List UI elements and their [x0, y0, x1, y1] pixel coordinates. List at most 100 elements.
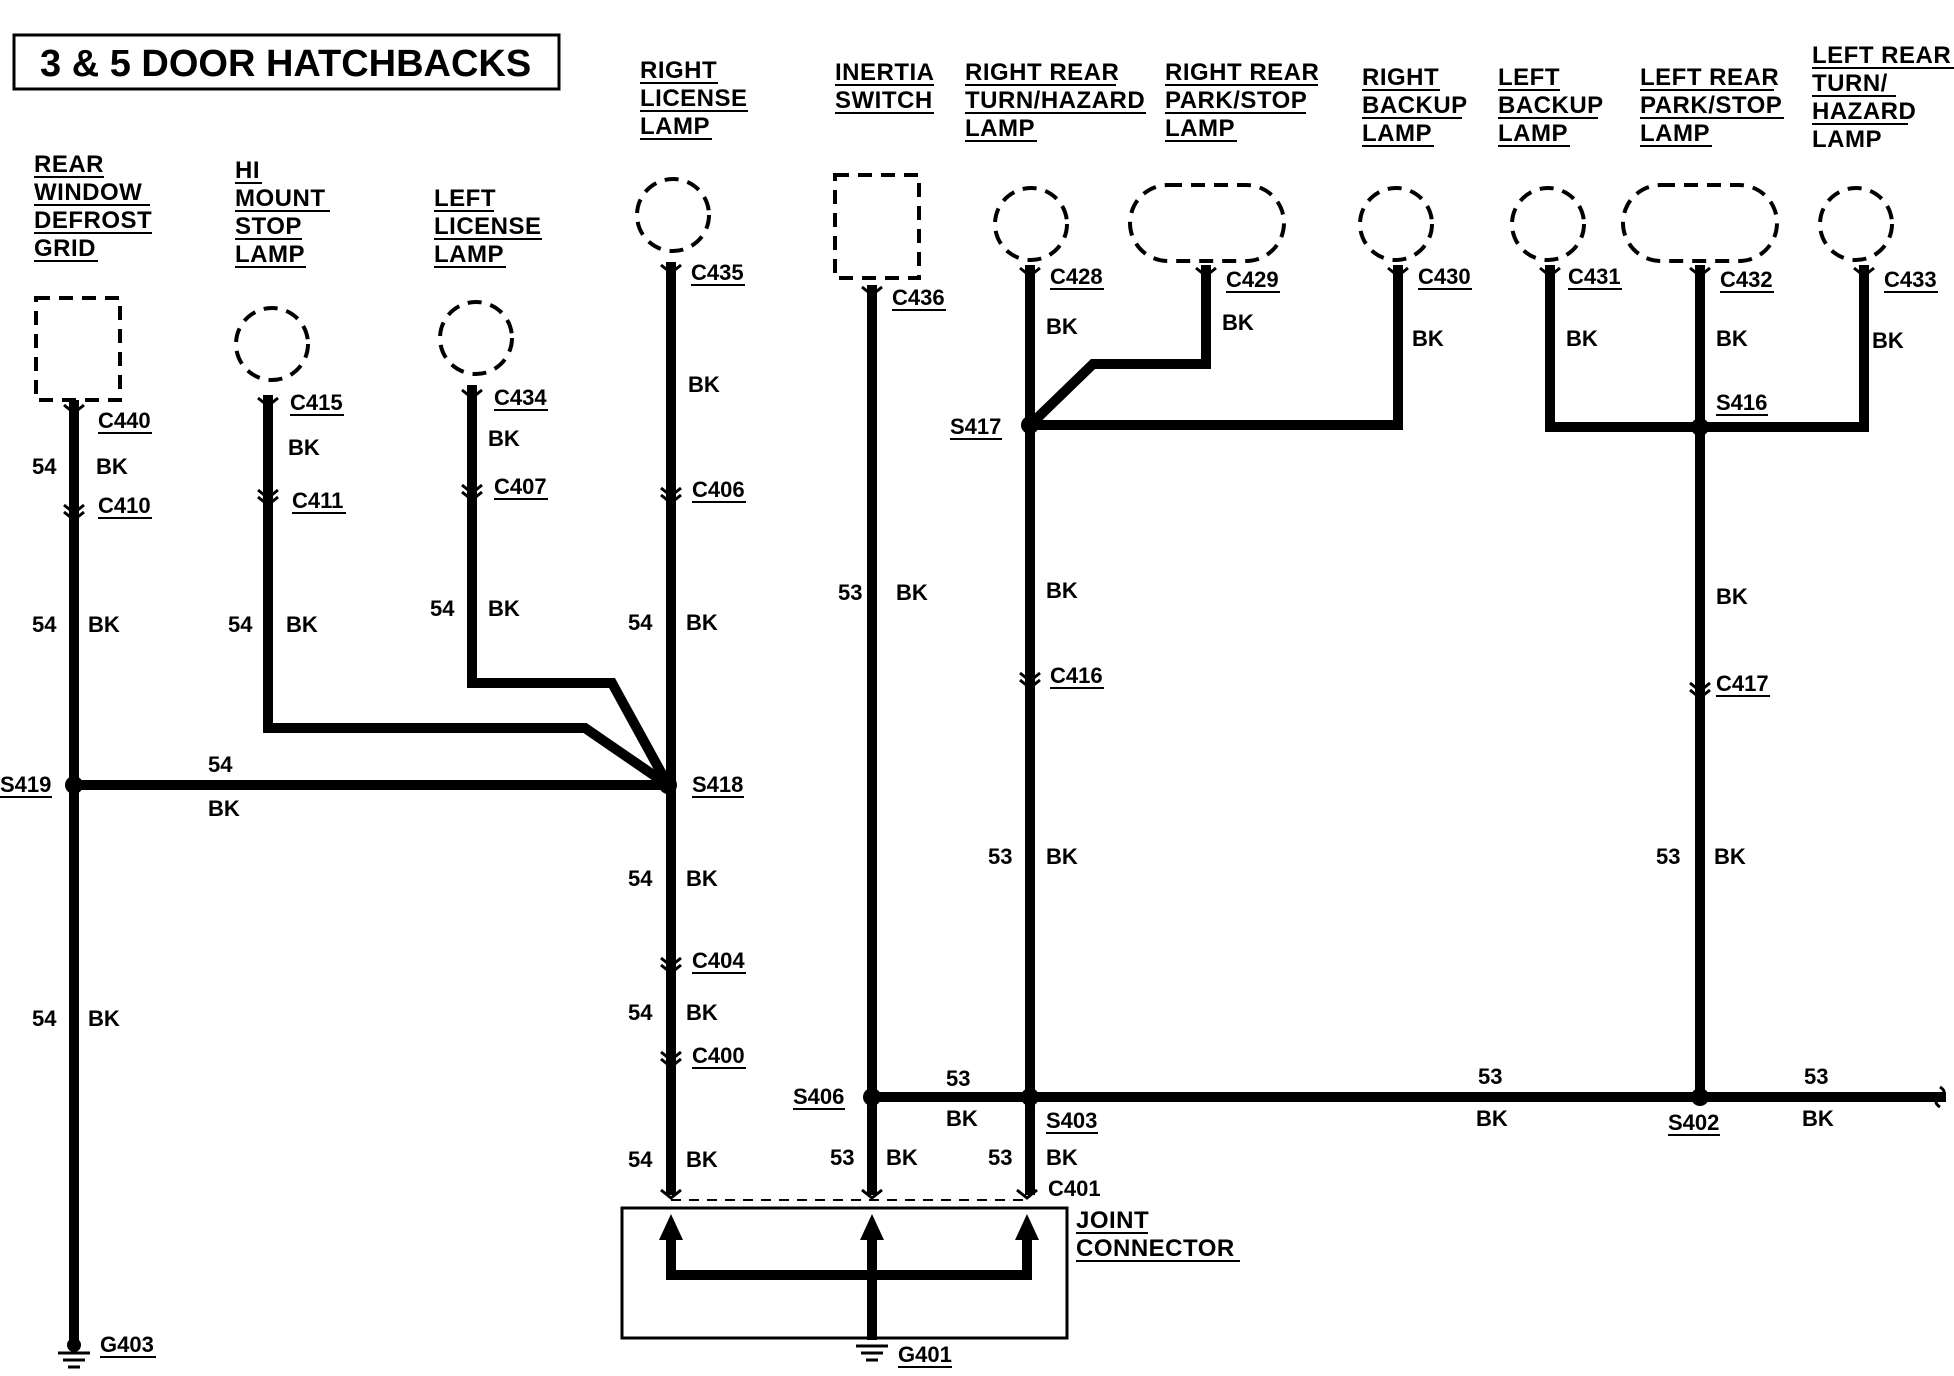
label-himount-3: STOP	[235, 213, 302, 240]
splice-s417	[1021, 416, 1039, 434]
wire-color-label: BK	[686, 1000, 718, 1025]
wire-circuit-label: 54	[32, 454, 57, 479]
splice-s419-label: S419	[0, 772, 51, 797]
defrost-grid-box	[34, 296, 122, 402]
wire-left-license	[467, 385, 673, 788]
wire-continuation-icon	[1934, 1085, 1946, 1109]
wire-circuit-label: 53	[838, 580, 862, 605]
splice-s403-label: S403	[1046, 1108, 1097, 1133]
wire-color-label: BK	[1716, 326, 1748, 351]
wire-circuit-label: 54	[32, 612, 57, 637]
wire-color-label: BK	[946, 1106, 978, 1131]
connector-c417: C417	[1716, 671, 1769, 696]
components	[34, 173, 1894, 402]
label-rbackup-1: RIGHT	[1362, 64, 1439, 91]
joint-arrows	[659, 1214, 1039, 1240]
splice-s403	[1021, 1088, 1039, 1106]
label-lbackup-3: LAMP	[1498, 120, 1568, 147]
wire-color-label: BK	[88, 612, 120, 637]
label-lrturn-2: TURN/	[1812, 70, 1888, 97]
connector-c415: C415	[290, 390, 343, 415]
connector-c435: C435	[691, 260, 744, 285]
connector-c431: C431	[1568, 264, 1621, 289]
label-rlicense-3: LAMP	[640, 113, 710, 140]
arrow-up-icon	[1015, 1214, 1039, 1240]
wire-color-label: BK	[886, 1145, 918, 1170]
wire-circuit-label: 53	[1804, 1064, 1828, 1089]
wire-circuit-label: 53	[988, 844, 1012, 869]
wire-color-label: BK	[1476, 1106, 1508, 1131]
wire-circuit-label: 54	[628, 1000, 653, 1025]
diagram-title: 3 & 5 DOOR HATCHBACKS	[40, 43, 531, 85]
wire-color-label: BK	[288, 435, 320, 460]
left-license-lamp-circle	[438, 300, 514, 376]
wire-circuit-label: 53	[946, 1066, 970, 1091]
wire-color-label: BK	[1046, 1145, 1078, 1170]
wire-color-label: BK	[686, 1147, 718, 1172]
connector-c407: C407	[494, 474, 547, 499]
ground-g403-label: G403	[100, 1332, 154, 1357]
wire-color-label: BK	[1222, 310, 1254, 335]
label-lbackup-2: BACKUP	[1498, 92, 1604, 119]
splice-s406	[863, 1088, 881, 1106]
lr-park-lamp-oval	[1621, 183, 1779, 263]
hi-mount-lamp-circle	[234, 306, 310, 382]
wire-color-label: BK	[686, 610, 718, 635]
label-rrpark-3: LAMP	[1165, 115, 1235, 142]
connector-c404: C404	[692, 948, 745, 973]
label-defrost-2: WINDOW	[34, 179, 142, 206]
splice-s419	[65, 776, 83, 794]
wire-circuit-label: 53	[988, 1145, 1012, 1170]
label-lbackup-1: LEFT	[1498, 64, 1560, 91]
r-backup-lamp-circle	[1358, 186, 1434, 262]
label-himount-1: HI	[235, 157, 260, 184]
wire-color-label: BK	[1802, 1106, 1834, 1131]
label-rrturn-2: TURN/HAZARD	[965, 87, 1145, 114]
label-rlicense-2: LICENSE	[640, 85, 748, 112]
wires	[69, 262, 1946, 1345]
wire-circuit-label: 54	[228, 612, 253, 637]
label-underlines	[0, 67, 1954, 1368]
label-llicense-1: LEFT	[434, 185, 496, 212]
label-rrpark-2: PARK/STOP	[1165, 87, 1307, 114]
splice-s402	[1691, 1088, 1709, 1106]
label-himount-4: LAMP	[235, 241, 305, 268]
wire-color-label: BK	[1046, 844, 1078, 869]
connector-c416: C416	[1050, 663, 1103, 688]
wire-circuit-label: 54	[628, 866, 653, 891]
ground-g403-dot	[67, 1338, 81, 1352]
splice-s418-label: S418	[692, 772, 743, 797]
label-rrturn-1: RIGHT REAR	[965, 59, 1119, 86]
label-rrpark-1: RIGHT REAR	[1165, 59, 1319, 86]
label-defrost-4: GRID	[34, 235, 96, 262]
wire-color-label: BK	[96, 454, 128, 479]
connector-c406: C406	[692, 477, 745, 502]
wire-color-label: BK	[488, 596, 520, 621]
wire-circuit-label: 53	[1656, 844, 1680, 869]
splice-s416-label: S416	[1716, 390, 1767, 415]
label-defrost-3: DEFROST	[34, 207, 152, 234]
wire-color-label: BK	[1716, 584, 1748, 609]
wire-circuit-label: 54	[208, 752, 233, 777]
splice-s418	[659, 776, 677, 794]
wire-color-label: BK	[286, 612, 318, 637]
joint-connector-box	[620, 1206, 1069, 1340]
wire-circuit-label: 53	[830, 1145, 854, 1170]
label-himount-2: MOUNT	[235, 185, 325, 212]
wire-color-label: BK	[1566, 326, 1598, 351]
label-lrpark-3: LAMP	[1640, 120, 1710, 147]
label-joint-2: CONNECTOR	[1076, 1235, 1235, 1262]
wire-color-label: BK	[1872, 328, 1904, 353]
wire-circuit-label: 54	[32, 1006, 57, 1031]
splice-s402-label: S402	[1668, 1110, 1719, 1135]
wire-rr-park	[1026, 265, 1211, 429]
wire-r-backup	[1030, 265, 1403, 430]
label-lrpark-2: PARK/STOP	[1640, 92, 1782, 119]
wire-color-label: BK	[1046, 314, 1078, 339]
wire-color-label: BK	[488, 426, 520, 451]
lr-turn-lamp-circle	[1818, 186, 1894, 262]
connector-c434: C434	[494, 385, 547, 410]
label-inertia-2: SWITCH	[835, 87, 933, 114]
label-rbackup-2: BACKUP	[1362, 92, 1468, 119]
label-llicense-3: LAMP	[434, 241, 504, 268]
